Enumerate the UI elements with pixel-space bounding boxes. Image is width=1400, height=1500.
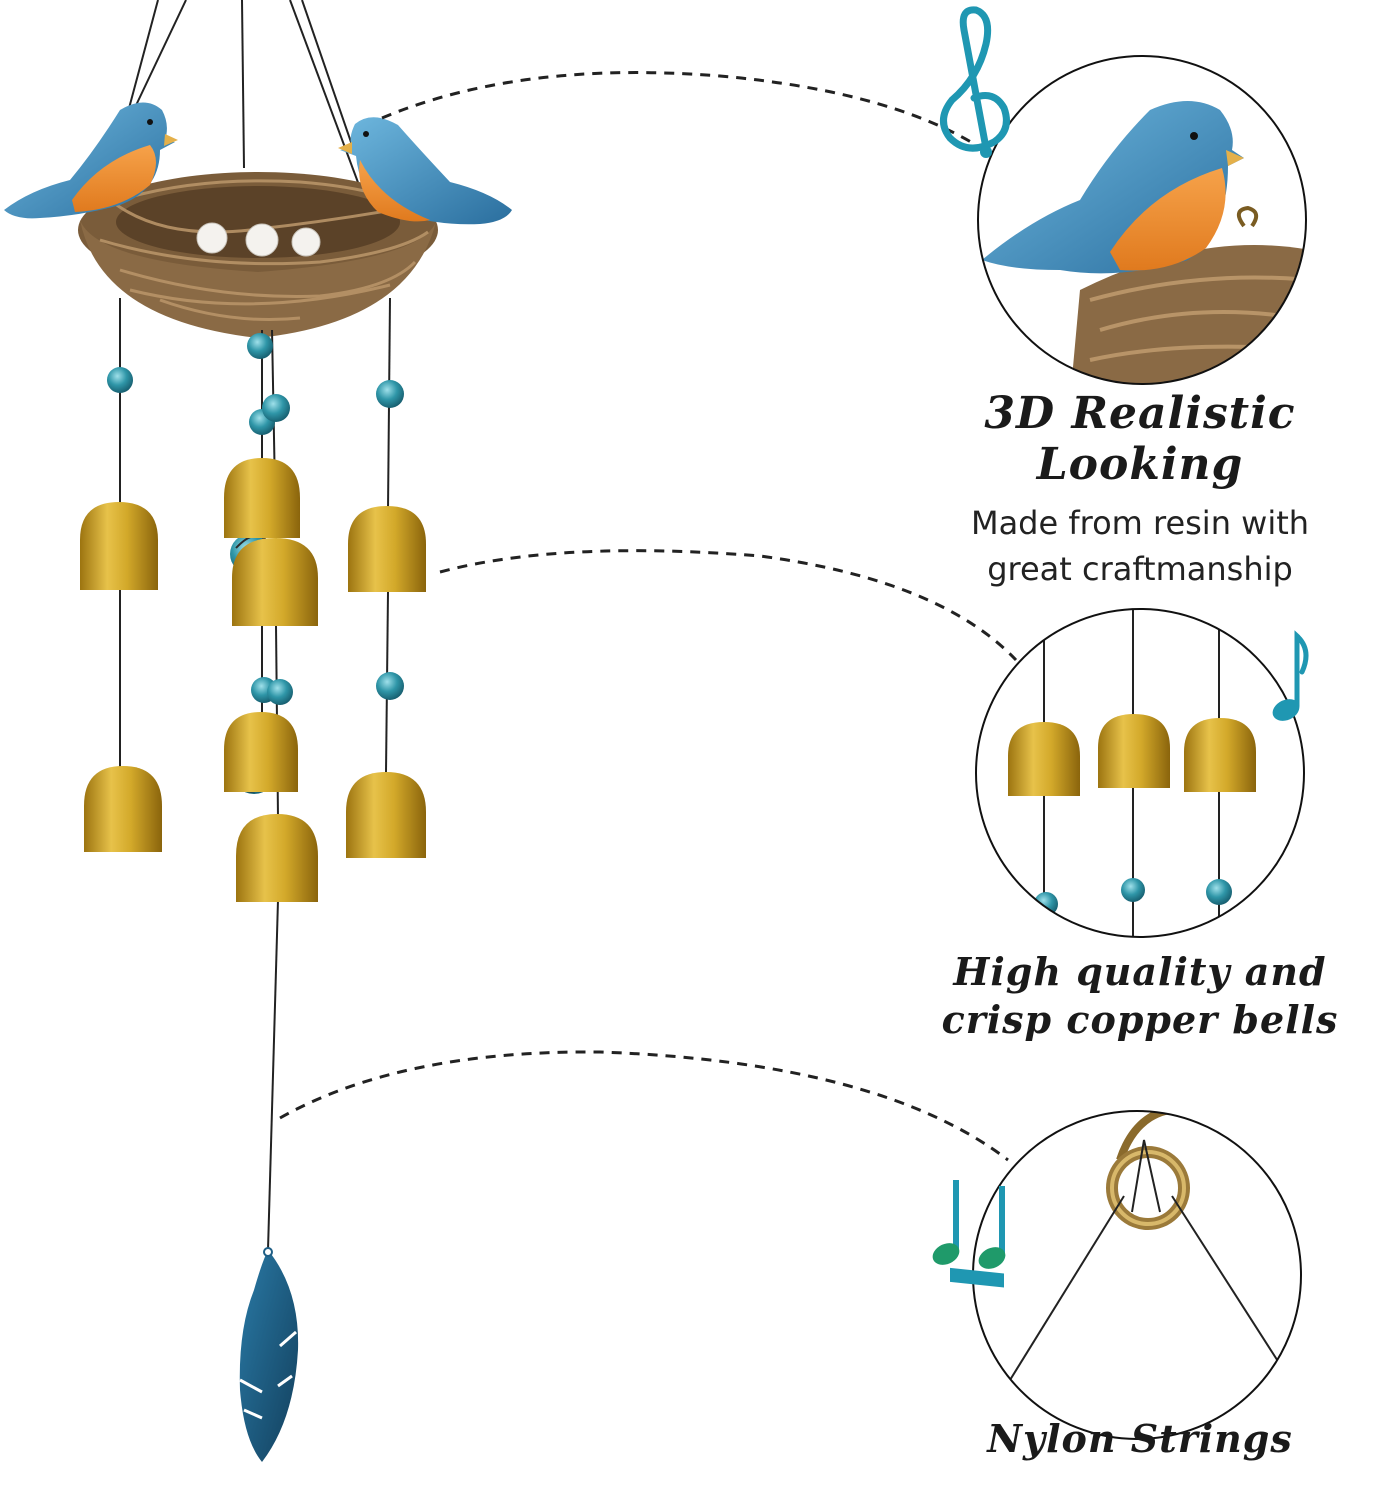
detail-circle-bells [975,608,1305,938]
copper-bells [80,458,426,902]
feature-caption-3d: 3D Realistic Looking Made from resin wit… [880,388,1400,592]
bluebird-left [4,102,178,219]
wind-chime [4,0,512,1462]
callout-line-2 [439,549,1018,662]
callout-line-1 [381,71,991,156]
feature-title-3d: 3D Realistic Looking [984,388,1296,490]
detail-circle-bird [977,55,1307,385]
nest [78,172,438,338]
eighth-note-icon [1272,630,1309,721]
feature-subtitle-line2: great craftmanship [987,550,1293,588]
feature-caption-bells: High quality and crisp copper bells [930,948,1350,1044]
feather-pendant [239,1247,299,1462]
beamed-notes-icon [932,1180,1006,1288]
detail-circle-strings [972,1110,1302,1440]
feature-title-bells-line2: crisp copper bells [941,997,1339,1042]
callout-line-3 [279,1050,1009,1162]
callout-lines [279,71,1018,1162]
feature-caption-strings: Nylon Strings [960,1416,1320,1461]
feature-title-strings: Nylon Strings [987,1416,1293,1461]
feature-title-bells-line1: High quality and [953,949,1327,994]
feature-subtitle-line1: Made from resin with [970,504,1310,542]
treble-clef-icon [940,6,1010,158]
bluebird-right [338,117,512,225]
